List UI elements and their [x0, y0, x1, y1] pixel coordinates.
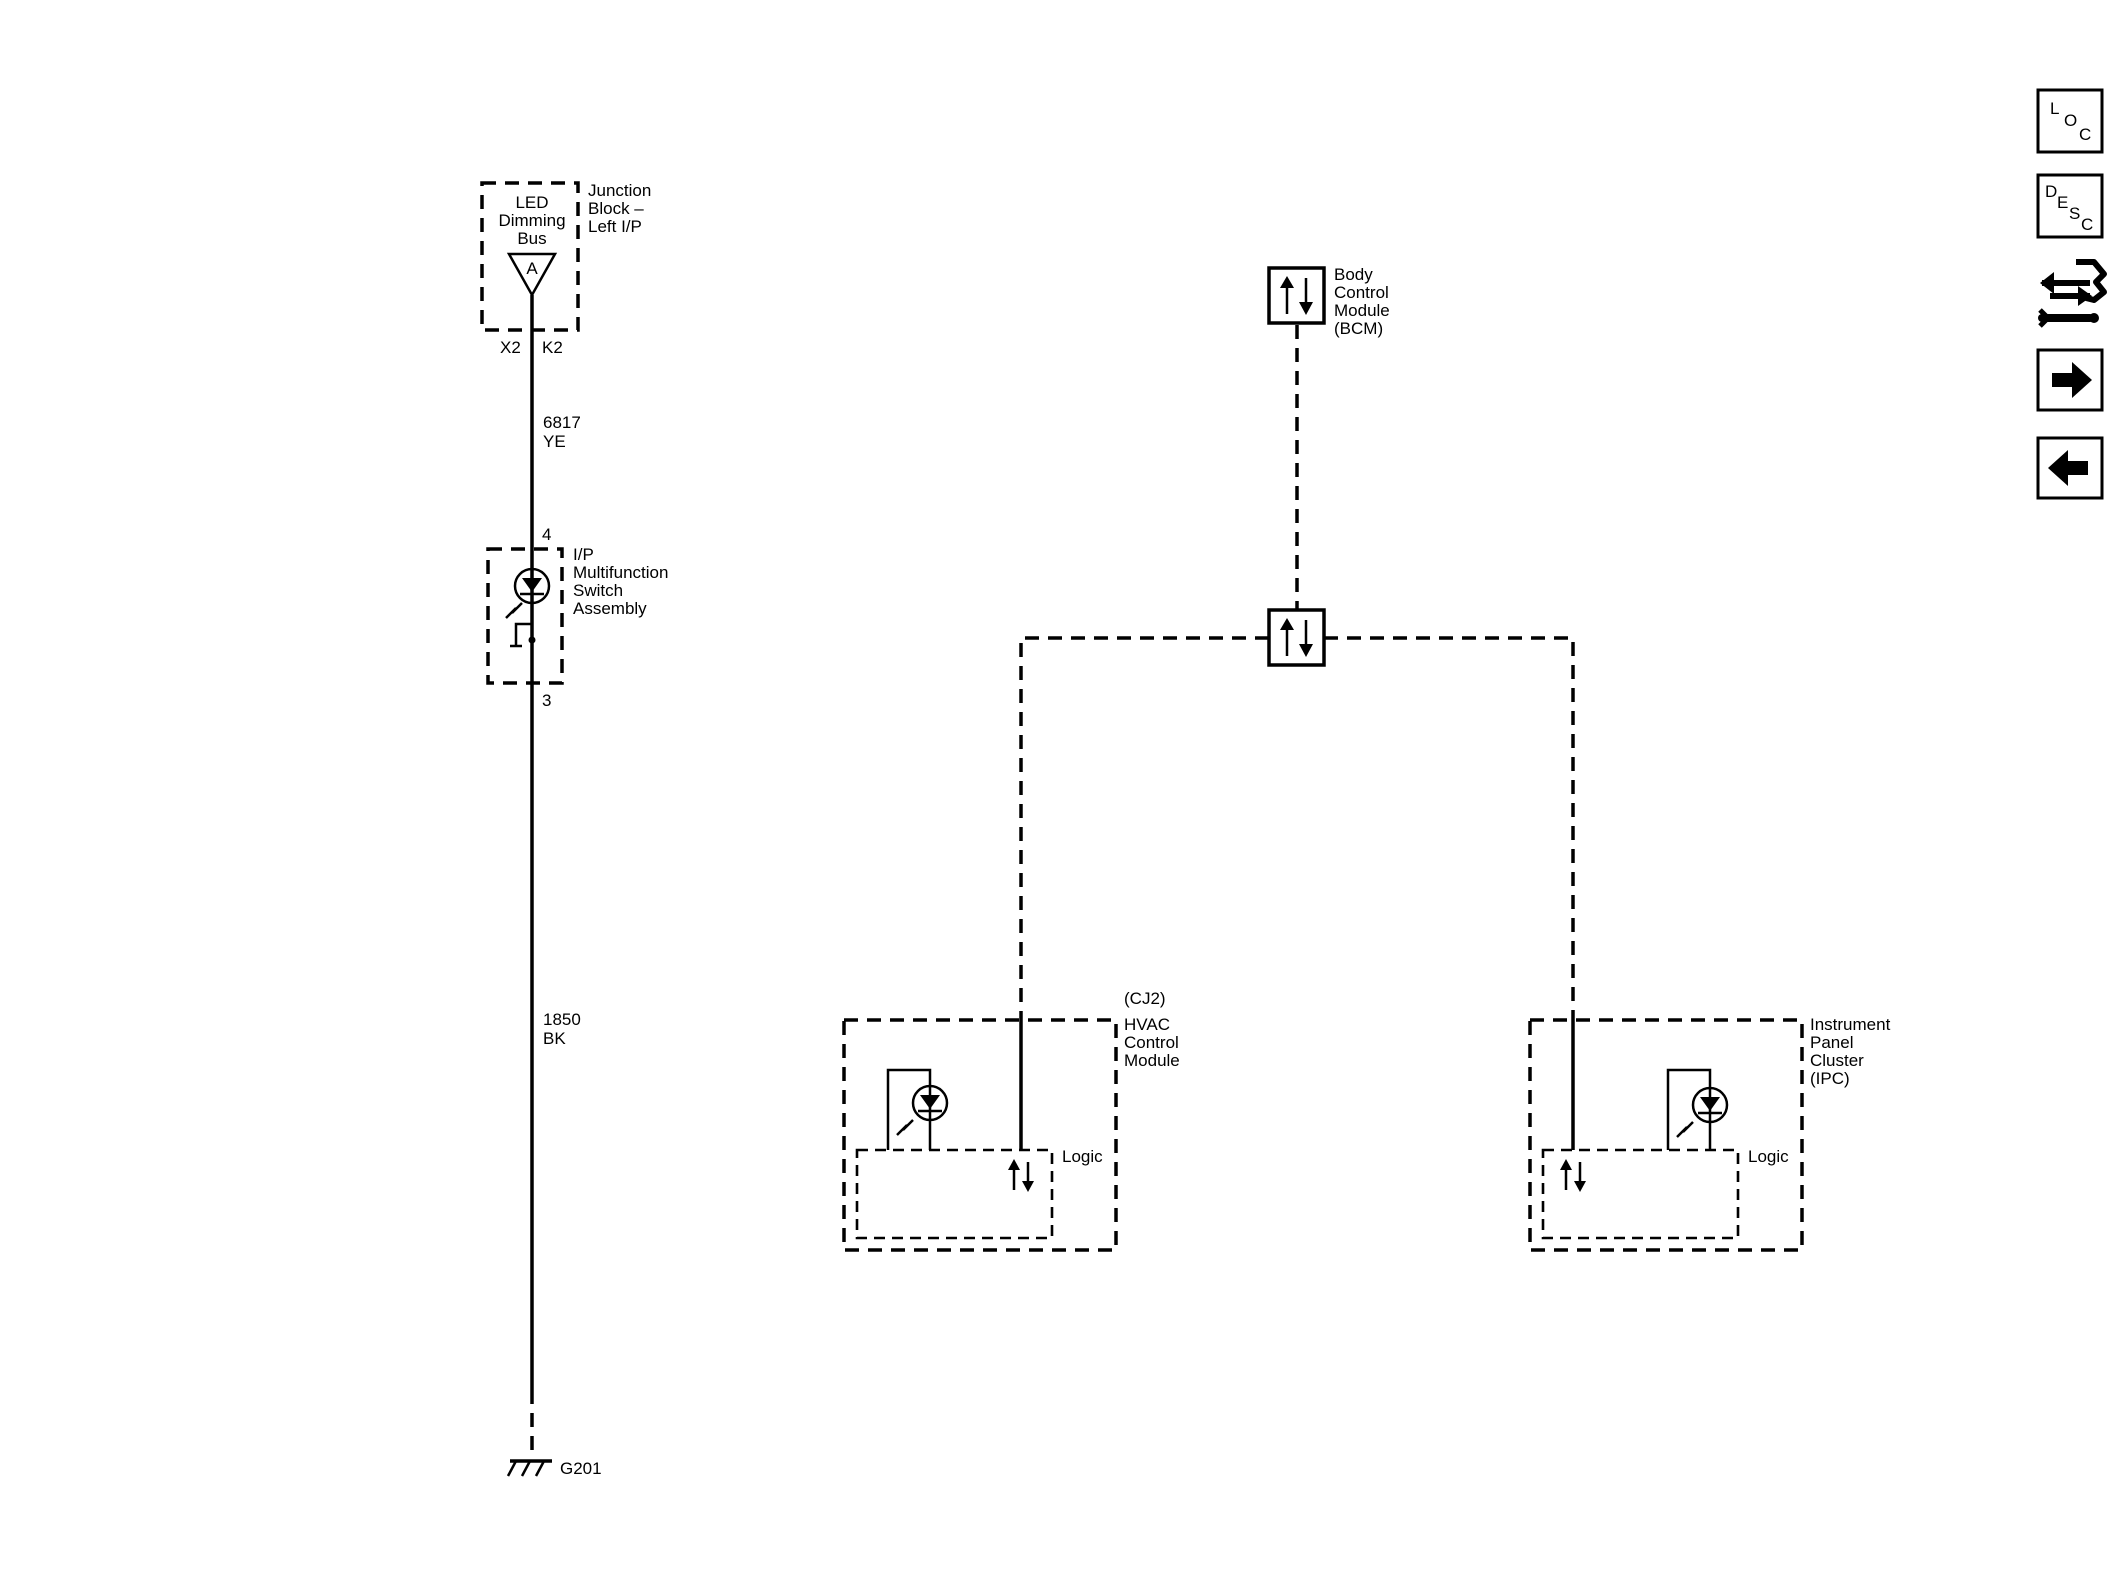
ipc-label-3: Cluster: [1810, 1051, 1864, 1070]
arrow-right-icon: [2052, 362, 2092, 398]
desc-letter-d: D: [2045, 182, 2057, 201]
wire-1850-color: BK: [543, 1029, 566, 1048]
wire-1850-circuit: 1850: [543, 1010, 581, 1029]
switch-label-4: Assembly: [573, 599, 647, 618]
led-bus-label-1: LED: [515, 193, 548, 212]
serial-data-line-left: [1019, 636, 1269, 1020]
switch-assembly-outline: [486, 547, 564, 685]
bcm-label-4: (BCM): [1334, 319, 1383, 338]
ipc-label-2: Panel: [1810, 1033, 1853, 1052]
ipc-logic-data-icon: [1560, 1159, 1586, 1192]
next-page-button[interactable]: [2036, 348, 2104, 412]
desc-letter-c: C: [2081, 215, 2093, 234]
hvac-module-outline: [842, 1018, 1118, 1252]
hvac-led-icon: [896, 1084, 949, 1136]
ipc-led-icon: [1676, 1086, 1729, 1138]
loc-letter-o: O: [2064, 111, 2077, 130]
hvac-label-1: HVAC: [1124, 1015, 1170, 1034]
ipc-logic-label: Logic: [1748, 1147, 1789, 1166]
ipc-label-1: Instrument: [1810, 1015, 1891, 1034]
desc-letter-e: E: [2057, 193, 2068, 212]
led-bus-label-3: Bus: [517, 229, 546, 248]
connector-wrench-icon: [2038, 259, 2107, 328]
hvac-label-3: Module: [1124, 1051, 1180, 1070]
bcm-label-1: Body: [1334, 265, 1373, 284]
led-bus-label-2: Dimming: [498, 211, 565, 230]
hvac-logic-data-icon: [1008, 1159, 1034, 1192]
ipc-logic-outline: [1541, 1148, 1740, 1240]
serial-data-line-right: [1324, 636, 1575, 1020]
description-button[interactable]: D E S C: [2036, 173, 2104, 239]
location-button[interactable]: L O C: [2036, 88, 2104, 154]
wire-6817-color: YE: [543, 432, 566, 451]
bus-pin-label: A: [526, 259, 538, 278]
junction-block-label-1: Junction: [588, 181, 651, 200]
ground-icon: [506, 1459, 552, 1477]
bus-terminal-triangle-icon: [506, 252, 558, 298]
connector-k2-label: K2: [542, 338, 563, 357]
ipc-module-outline: [1528, 1018, 1804, 1252]
desc-letter-s: S: [2069, 204, 2080, 223]
switch-contact-icon: [510, 622, 536, 648]
wire-6817-circuit: 6817: [543, 413, 581, 432]
switch-pin-3: 3: [542, 691, 551, 710]
hvac-logic-label: Logic: [1062, 1147, 1103, 1166]
switch-label-2: Multifunction: [573, 563, 668, 582]
bcm-serial-data-icon: [1267, 266, 1326, 325]
bcm-label-3: Module: [1334, 301, 1390, 320]
switch-led-icon: [505, 567, 551, 619]
arrow-left-icon: [2048, 450, 2088, 486]
previous-page-button[interactable]: [2036, 436, 2104, 500]
hvac-label-2: Control: [1124, 1033, 1179, 1052]
ipc-led-circuit: [1666, 1068, 1712, 1150]
ipc-label-4: (IPC): [1810, 1069, 1850, 1088]
junction-block-label-3: Left I/P: [588, 217, 642, 236]
switch-pin-4: 4: [542, 525, 551, 544]
loc-letter-c: C: [2079, 125, 2091, 144]
loc-letter-l: L: [2050, 99, 2059, 118]
bcm-label-2: Control: [1334, 283, 1389, 302]
switch-label-1: I/P: [573, 545, 594, 564]
led-dimming-bus: LED Dimming Bus A: [480, 181, 580, 332]
connector-x2-label: X2: [500, 338, 521, 357]
hvac-connector-label: (CJ2): [1124, 989, 1166, 1008]
junction-block-label-2: Block –: [588, 199, 644, 218]
instrument-panel-cluster: Logic: [1528, 1018, 1804, 1252]
connector-info-button[interactable]: [2038, 259, 2107, 328]
hvac-control-module: Logic: [842, 1018, 1118, 1252]
switch-label-3: Switch: [573, 581, 623, 600]
ground-label: G201: [560, 1459, 602, 1478]
splice-serial-data-icon: [1267, 608, 1326, 667]
junction-block-outline: [480, 181, 580, 332]
hvac-logic-outline: [855, 1148, 1054, 1240]
